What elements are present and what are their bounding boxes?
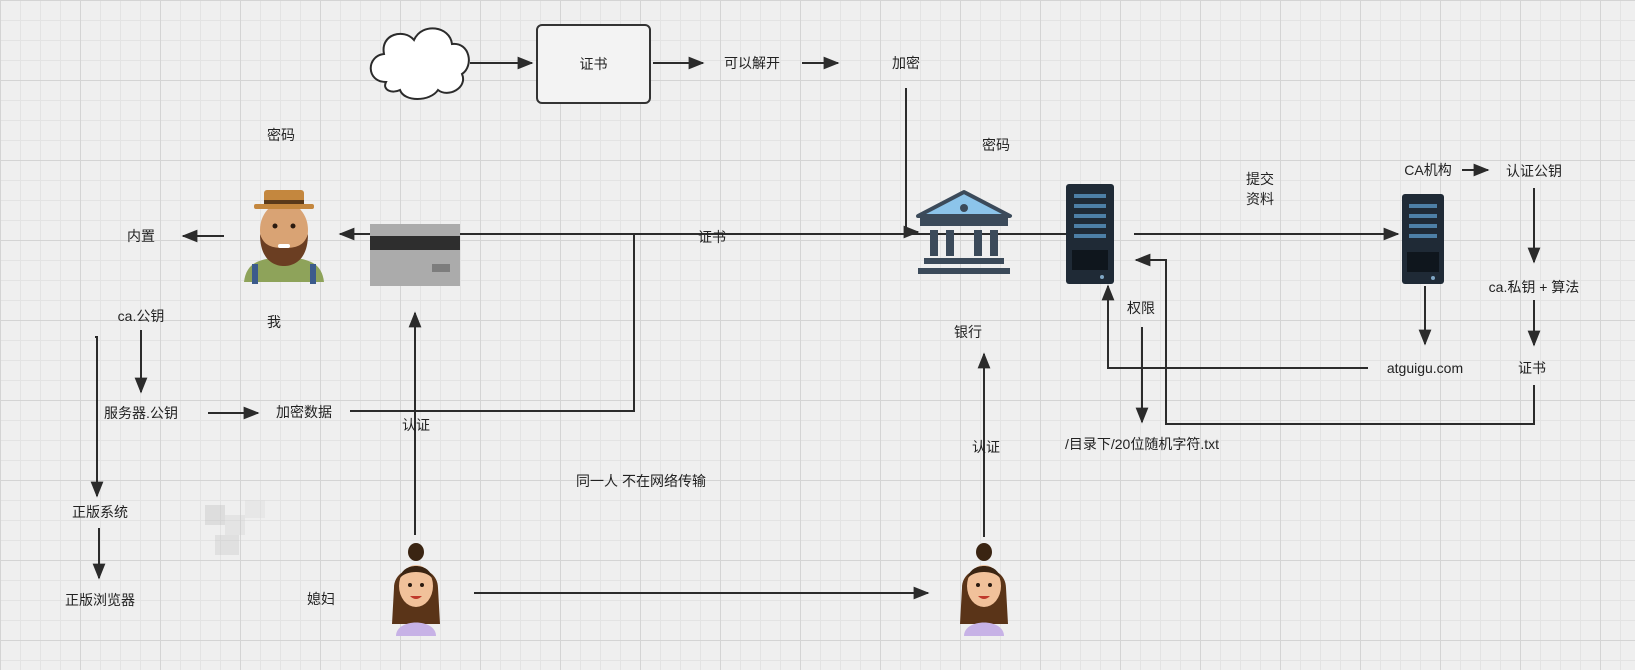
connector-lines [90, 56, 1541, 600]
bank-building-icon [916, 190, 1012, 274]
label-ca-org: CA机构 [1404, 162, 1452, 178]
blurred-image-placeholder [205, 500, 265, 555]
label-encrypted-data: 加密数据 [276, 404, 332, 420]
certificate-box-label: 证书 [579, 56, 608, 72]
label-submit-materials: 提交 资料 [1246, 171, 1274, 207]
label-cert-right: 证书 [1518, 360, 1546, 376]
certificate-box: 证书 [536, 24, 651, 104]
label-password-bank: 密码 [982, 137, 1010, 153]
label-me: 我 [267, 314, 281, 330]
label-dir-file: /目录下/20位随机字符.txt [1064, 436, 1220, 452]
label-same-person: 同一人 不在网络传输 [576, 473, 706, 489]
label-atguigu: atguigu.com [1386, 360, 1464, 376]
line-encrypted-to-main [350, 234, 635, 412]
woman-icon-right [960, 543, 1008, 636]
label-ca-privkey-algo: ca.私钥 + 算法 [1488, 279, 1580, 295]
label-permission: 权限 [1127, 300, 1155, 316]
label-auth-right: 认证 [972, 439, 1000, 455]
label-bank: 银行 [954, 324, 982, 340]
server-icon-right [1402, 194, 1444, 284]
line-encrypt-to-bank [903, 88, 920, 239]
label-builtin: 内置 [127, 228, 155, 244]
man-with-hat-icon [244, 190, 324, 284]
label-encrypt-top: 加密 [892, 55, 920, 71]
cloud-icon [369, 27, 470, 100]
label-can-open: 可以解开 [724, 55, 780, 71]
label-auth-pubkey: 认证公钥 [1506, 163, 1562, 179]
arrow-cert-to-server [1134, 253, 1535, 425]
label-cert-mid: 证书 [698, 229, 726, 245]
label-server-pubkey: 服务器.公钥 [104, 405, 178, 421]
arrow-atguigu-to-server [1101, 284, 1368, 369]
bank-card-icon [370, 224, 460, 286]
label-ca-pubkey: ca.公钥 [117, 308, 165, 324]
arrow-capubkey-to-genuine [90, 336, 104, 498]
label-password-left: 密码 [267, 127, 295, 143]
label-wife: 媳妇 [307, 591, 335, 607]
label-auth-left: 认证 [402, 417, 430, 433]
woman-icon-left [392, 543, 440, 636]
server-icon-left [1066, 184, 1114, 284]
label-genuine-system: 正版系统 [72, 504, 128, 520]
label-genuine-browser: 正版浏览器 [65, 592, 135, 608]
